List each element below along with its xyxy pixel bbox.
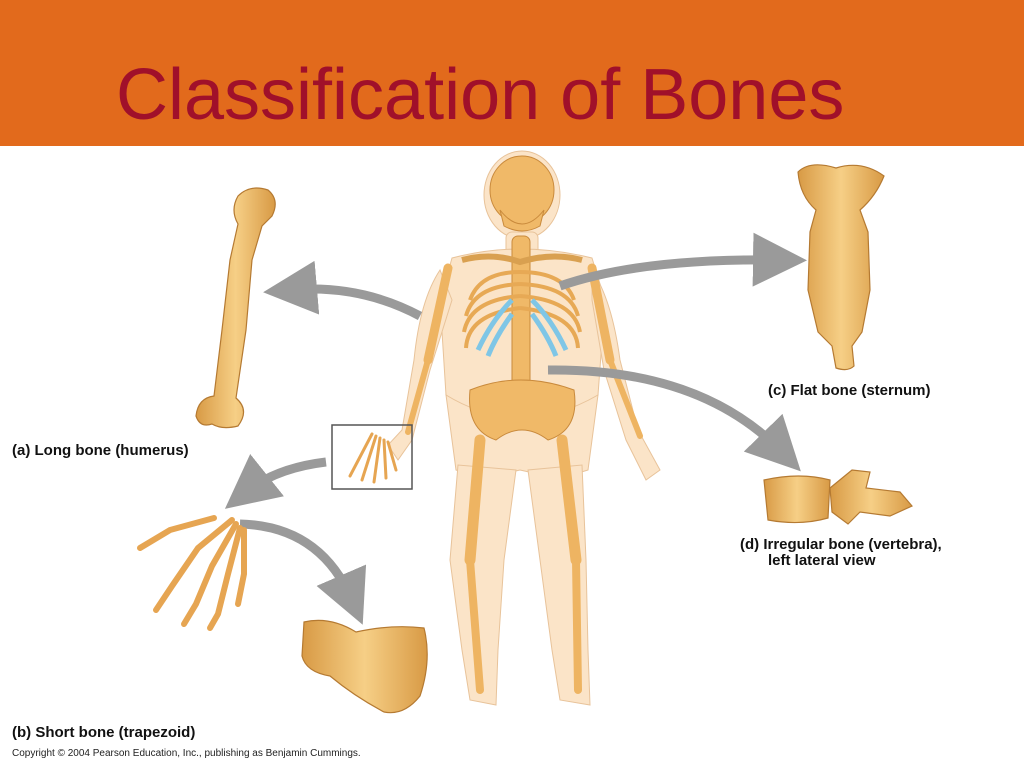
jaw [499,209,545,232]
vertebra [763,469,913,525]
arrow-to-hand [224,454,327,509]
trapezoid [301,619,428,714]
hand-bones-large [137,515,247,631]
costal-cartilage [475,298,569,357]
pelvis [469,379,576,441]
clavicles [461,253,583,266]
label-irregular-bone-line1: (d) Irregular bone (vertebra), [740,536,942,553]
hand-bones-small [348,432,398,484]
arrows [224,232,807,625]
arrow-to-flat-bone [558,232,807,291]
hand-highlight-box [331,424,413,490]
skeleton [461,155,583,393]
label-short-bone: (b) Short bone (trapezoid) [12,724,196,741]
arrow-to-short-bone [239,519,367,625]
humerus [195,187,276,429]
rib-cage [462,270,582,349]
bone-classification-diagram [137,150,913,714]
slide-title: Classification of Bones [116,55,845,135]
arrow-to-long-bone [263,260,423,320]
label-irregular-bone-line2: left lateral view [768,552,876,569]
arrow-to-irregular-bone [547,365,801,472]
limb-bones [405,263,643,694]
label-long-bone: (a) Long bone (humerus) [12,442,189,459]
title-bar: Classification of Bones [0,0,1024,146]
sternum [797,164,885,371]
label-flat-bone: (c) Flat bone (sternum) [768,382,931,399]
copyright-notice: Copyright © 2004 Pearson Education, Inc.… [12,748,361,759]
skull [489,155,555,225]
